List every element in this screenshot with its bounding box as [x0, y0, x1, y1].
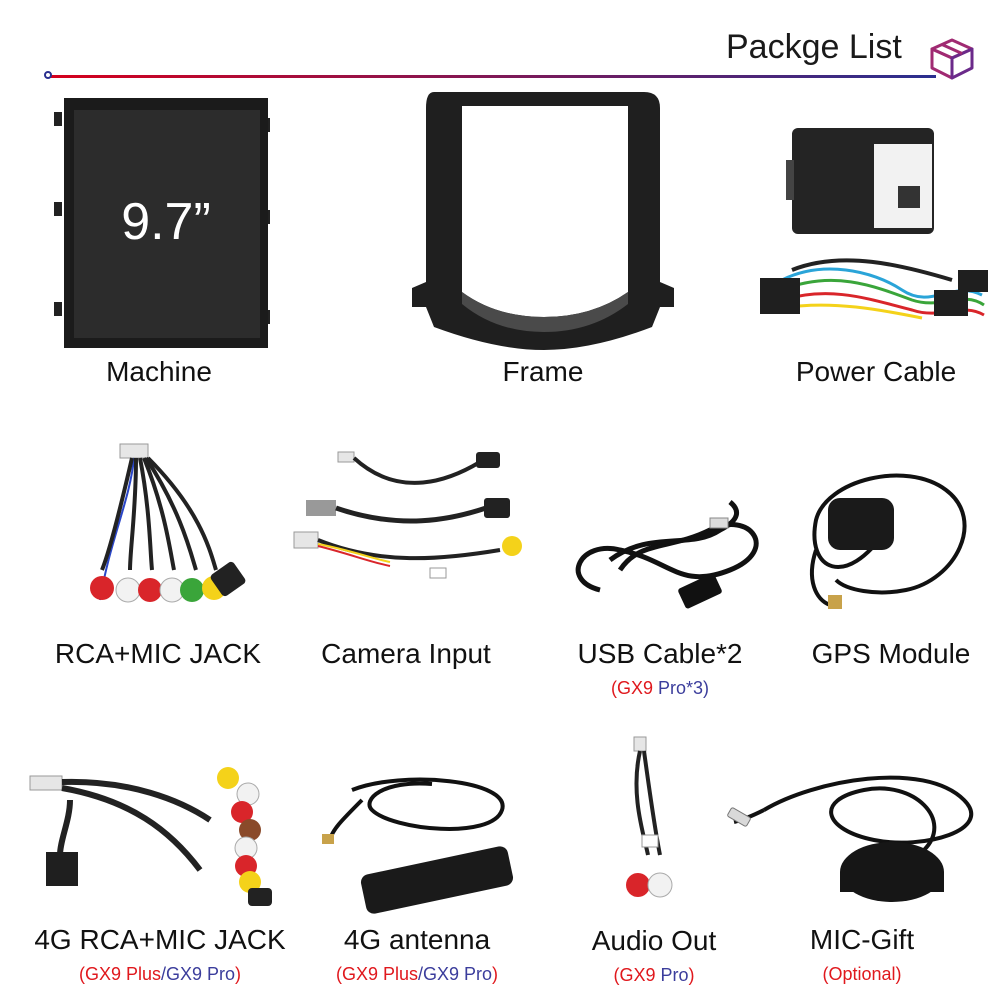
item-audio-out: Audio Out (GX9 Pro) [564, 735, 744, 995]
dash-frame-icon [412, 92, 674, 350]
item-4g-antenna: 4G antenna (GX9 Plus/GX9 Pro) [312, 760, 522, 995]
item-rca-mic-jack: RCA+MIC JACK [40, 440, 276, 672]
note-part: ) [492, 964, 499, 984]
item-label: RCA+MIC JACK [54, 638, 262, 669]
item-label: 4G RCA+MIC JACK [34, 924, 286, 955]
note-part: / [417, 964, 423, 984]
note-part: ) [235, 964, 242, 984]
rca-harness-icon [90, 443, 246, 603]
note-part: (GX9 [613, 965, 656, 985]
item-4g-rca-mic-jack: 4G RCA+MIC JACK (GX9 Plus/GX9 Pro) [10, 760, 310, 995]
note-part: / [160, 964, 166, 984]
item-label: Audio Out [591, 925, 717, 956]
item-label: Power Cable [795, 356, 957, 387]
item-label: Camera Input [321, 638, 491, 669]
power-harness-icon [760, 128, 988, 320]
note-part: (Optional) [822, 964, 902, 984]
audio-out-cable-icon [626, 736, 673, 898]
item-usb-cable: USB Cable*2 (GX9 Pro*3) [540, 440, 780, 710]
divider-dot [44, 71, 52, 79]
item-label: Machine [106, 356, 212, 387]
item-label: GPS Module [811, 638, 971, 669]
package-box-icon [930, 38, 974, 80]
item-machine: 9.7” Machine [48, 92, 270, 392]
item-power-cable: Power Cable [752, 120, 1000, 392]
item-label: 4G antenna [343, 924, 491, 955]
gps-antenna-icon [810, 473, 967, 609]
note-part: (GX9 [610, 678, 653, 698]
item-label: Frame [502, 356, 584, 387]
note-part: ) [688, 965, 695, 985]
item-note: (GX9 Plus/GX9 Pro) [10, 964, 310, 985]
item-note: (GX9 Pro*3) [540, 678, 780, 699]
item-note: (GX9 Pro) [564, 965, 744, 986]
item-camera-input: Camera Input [290, 440, 522, 672]
usb-cable-icon [575, 500, 759, 609]
camera-cable-icon [293, 451, 522, 579]
note-part: GX9 Pro [166, 964, 236, 984]
item-label: USB Cable*2 [577, 638, 743, 669]
item-note: (GX9 Plus/GX9 Pro) [312, 964, 522, 985]
note-part: (GX9 Plus [335, 964, 418, 984]
note-part: Pro [655, 965, 689, 985]
item-frame: Frame [412, 92, 674, 392]
item-note: (Optional) [724, 964, 1000, 985]
screen-size-text: 9.7” [121, 193, 211, 251]
note-part: Pro*3) [652, 678, 710, 698]
display-panel-icon [54, 98, 270, 348]
note-part: (GX9 Plus [78, 964, 161, 984]
header-divider [48, 75, 936, 78]
item-label: MIC-Gift [809, 924, 915, 955]
package-list-title: Packge List [726, 28, 902, 66]
4g-antenna-icon [322, 777, 514, 914]
microphone-icon [727, 775, 974, 902]
item-gps-module: GPS Module [786, 440, 996, 672]
note-part: GX9 Pro [423, 964, 493, 984]
item-mic-gift: MIC-Gift (Optional) [724, 760, 1000, 995]
4g-rca-harness-icon [29, 767, 272, 906]
